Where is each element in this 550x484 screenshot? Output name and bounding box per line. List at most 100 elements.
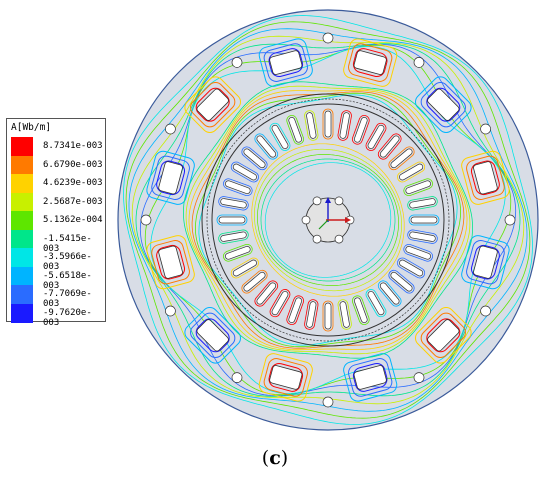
coil-contour xyxy=(470,160,500,196)
rotor-contour xyxy=(286,115,305,145)
legend-title: A[Wb/m] xyxy=(11,122,52,133)
stator-slot xyxy=(146,235,195,290)
vent-hole xyxy=(322,32,334,44)
flux-contour xyxy=(150,46,506,394)
rotor-bar xyxy=(306,301,317,328)
flux-contour xyxy=(251,143,405,297)
flux-contour xyxy=(198,94,458,346)
slot-opening xyxy=(269,365,303,390)
rotor-contour xyxy=(397,161,426,183)
rotor-bar xyxy=(367,291,385,316)
rotor-contour xyxy=(223,178,253,197)
rotor-contour xyxy=(230,257,259,279)
rotor-contour xyxy=(269,122,291,151)
rotor-bar xyxy=(232,163,257,181)
rotor-bar xyxy=(367,124,385,149)
rotor-contour xyxy=(403,243,433,262)
rotor-contour xyxy=(322,300,334,332)
rotor-contour xyxy=(365,289,387,318)
air-gap-dashed xyxy=(206,98,450,342)
rotor-bar xyxy=(405,246,431,260)
coil-contour xyxy=(461,150,510,205)
shaft-notch xyxy=(334,234,344,244)
flux-contour xyxy=(254,148,402,292)
coil-contour xyxy=(190,312,236,358)
slot-opening xyxy=(353,50,387,75)
rotor-contour xyxy=(304,299,319,330)
rotor-contour xyxy=(254,133,279,160)
legend-swatch xyxy=(11,229,33,249)
caption-letter: c xyxy=(269,447,281,469)
rotor-contour xyxy=(230,161,259,183)
legend-swatch xyxy=(11,211,33,230)
rotor-bar xyxy=(218,216,246,224)
flux-contour xyxy=(260,158,396,282)
slot-opening xyxy=(427,88,460,121)
rotor-bar xyxy=(339,301,350,328)
stator-slot xyxy=(184,76,241,133)
legend-swatch xyxy=(11,155,33,175)
rotor-contour xyxy=(388,269,415,294)
rotor-contour xyxy=(388,146,415,171)
rotor-bar xyxy=(405,180,431,194)
legend-swatch xyxy=(11,192,33,212)
rotor-contour xyxy=(304,110,319,141)
stator-slot xyxy=(258,353,313,402)
rotor-contour xyxy=(351,115,370,145)
legend-swatch xyxy=(11,174,33,193)
rotor-contour xyxy=(377,133,402,160)
rotor-contour xyxy=(407,196,438,211)
flux-contour xyxy=(195,92,461,348)
vent-hole xyxy=(480,305,491,317)
flux-contour xyxy=(191,91,465,349)
stator-slot xyxy=(415,307,472,364)
legend-swatch xyxy=(11,303,33,323)
axis-z xyxy=(318,219,329,230)
coil-contour xyxy=(146,235,195,290)
coil-contour xyxy=(263,43,308,82)
slot-opening xyxy=(196,88,229,121)
vent-hole xyxy=(165,123,176,135)
rotor-bar xyxy=(288,117,302,143)
coil-contour xyxy=(151,240,190,285)
legend-level-label: -9.7620e-003 xyxy=(43,307,92,328)
rotor-contour xyxy=(365,122,387,151)
vent-hole xyxy=(504,214,516,226)
legend-swatch xyxy=(11,266,33,286)
legend-level-label: 6.6790e-003 xyxy=(43,159,103,170)
figure-caption: (c) xyxy=(0,447,550,469)
shaft-notch xyxy=(312,196,322,206)
rotor-bar xyxy=(220,198,247,209)
coil-contour xyxy=(268,362,304,392)
rotor-bar xyxy=(271,124,289,149)
rotor-contour xyxy=(254,280,279,307)
legend-level-label: -5.6518e-003 xyxy=(43,270,92,291)
coil-contour xyxy=(415,307,472,364)
rotor-bar xyxy=(225,180,251,194)
rotor-contour xyxy=(377,280,402,307)
rotor-contour xyxy=(241,269,268,294)
stator-slot xyxy=(461,235,510,290)
slot-opening xyxy=(158,245,183,279)
rotor-contour xyxy=(269,289,291,318)
slot-opening xyxy=(473,245,498,279)
rotor-contour xyxy=(286,295,305,325)
flux-contour xyxy=(185,85,471,355)
coil-contour xyxy=(184,76,241,133)
rotor-bar xyxy=(220,231,247,242)
rotor-bar xyxy=(390,271,413,292)
coil-contour xyxy=(268,48,304,78)
flux-contour xyxy=(264,162,392,278)
rotor-bar xyxy=(339,112,350,139)
coil-contour xyxy=(420,82,466,128)
coil-contour xyxy=(352,362,388,392)
coil-contour xyxy=(426,318,461,353)
slot-opening xyxy=(353,365,387,390)
vent-hole xyxy=(480,123,491,135)
coil-contour xyxy=(352,48,388,78)
legend-level-label: -3.5966e-003 xyxy=(43,252,92,272)
axis-x-arrow xyxy=(345,217,351,223)
caption-open: ( xyxy=(261,447,270,469)
rotor-contour xyxy=(337,110,352,141)
rotor-bar xyxy=(409,231,436,242)
